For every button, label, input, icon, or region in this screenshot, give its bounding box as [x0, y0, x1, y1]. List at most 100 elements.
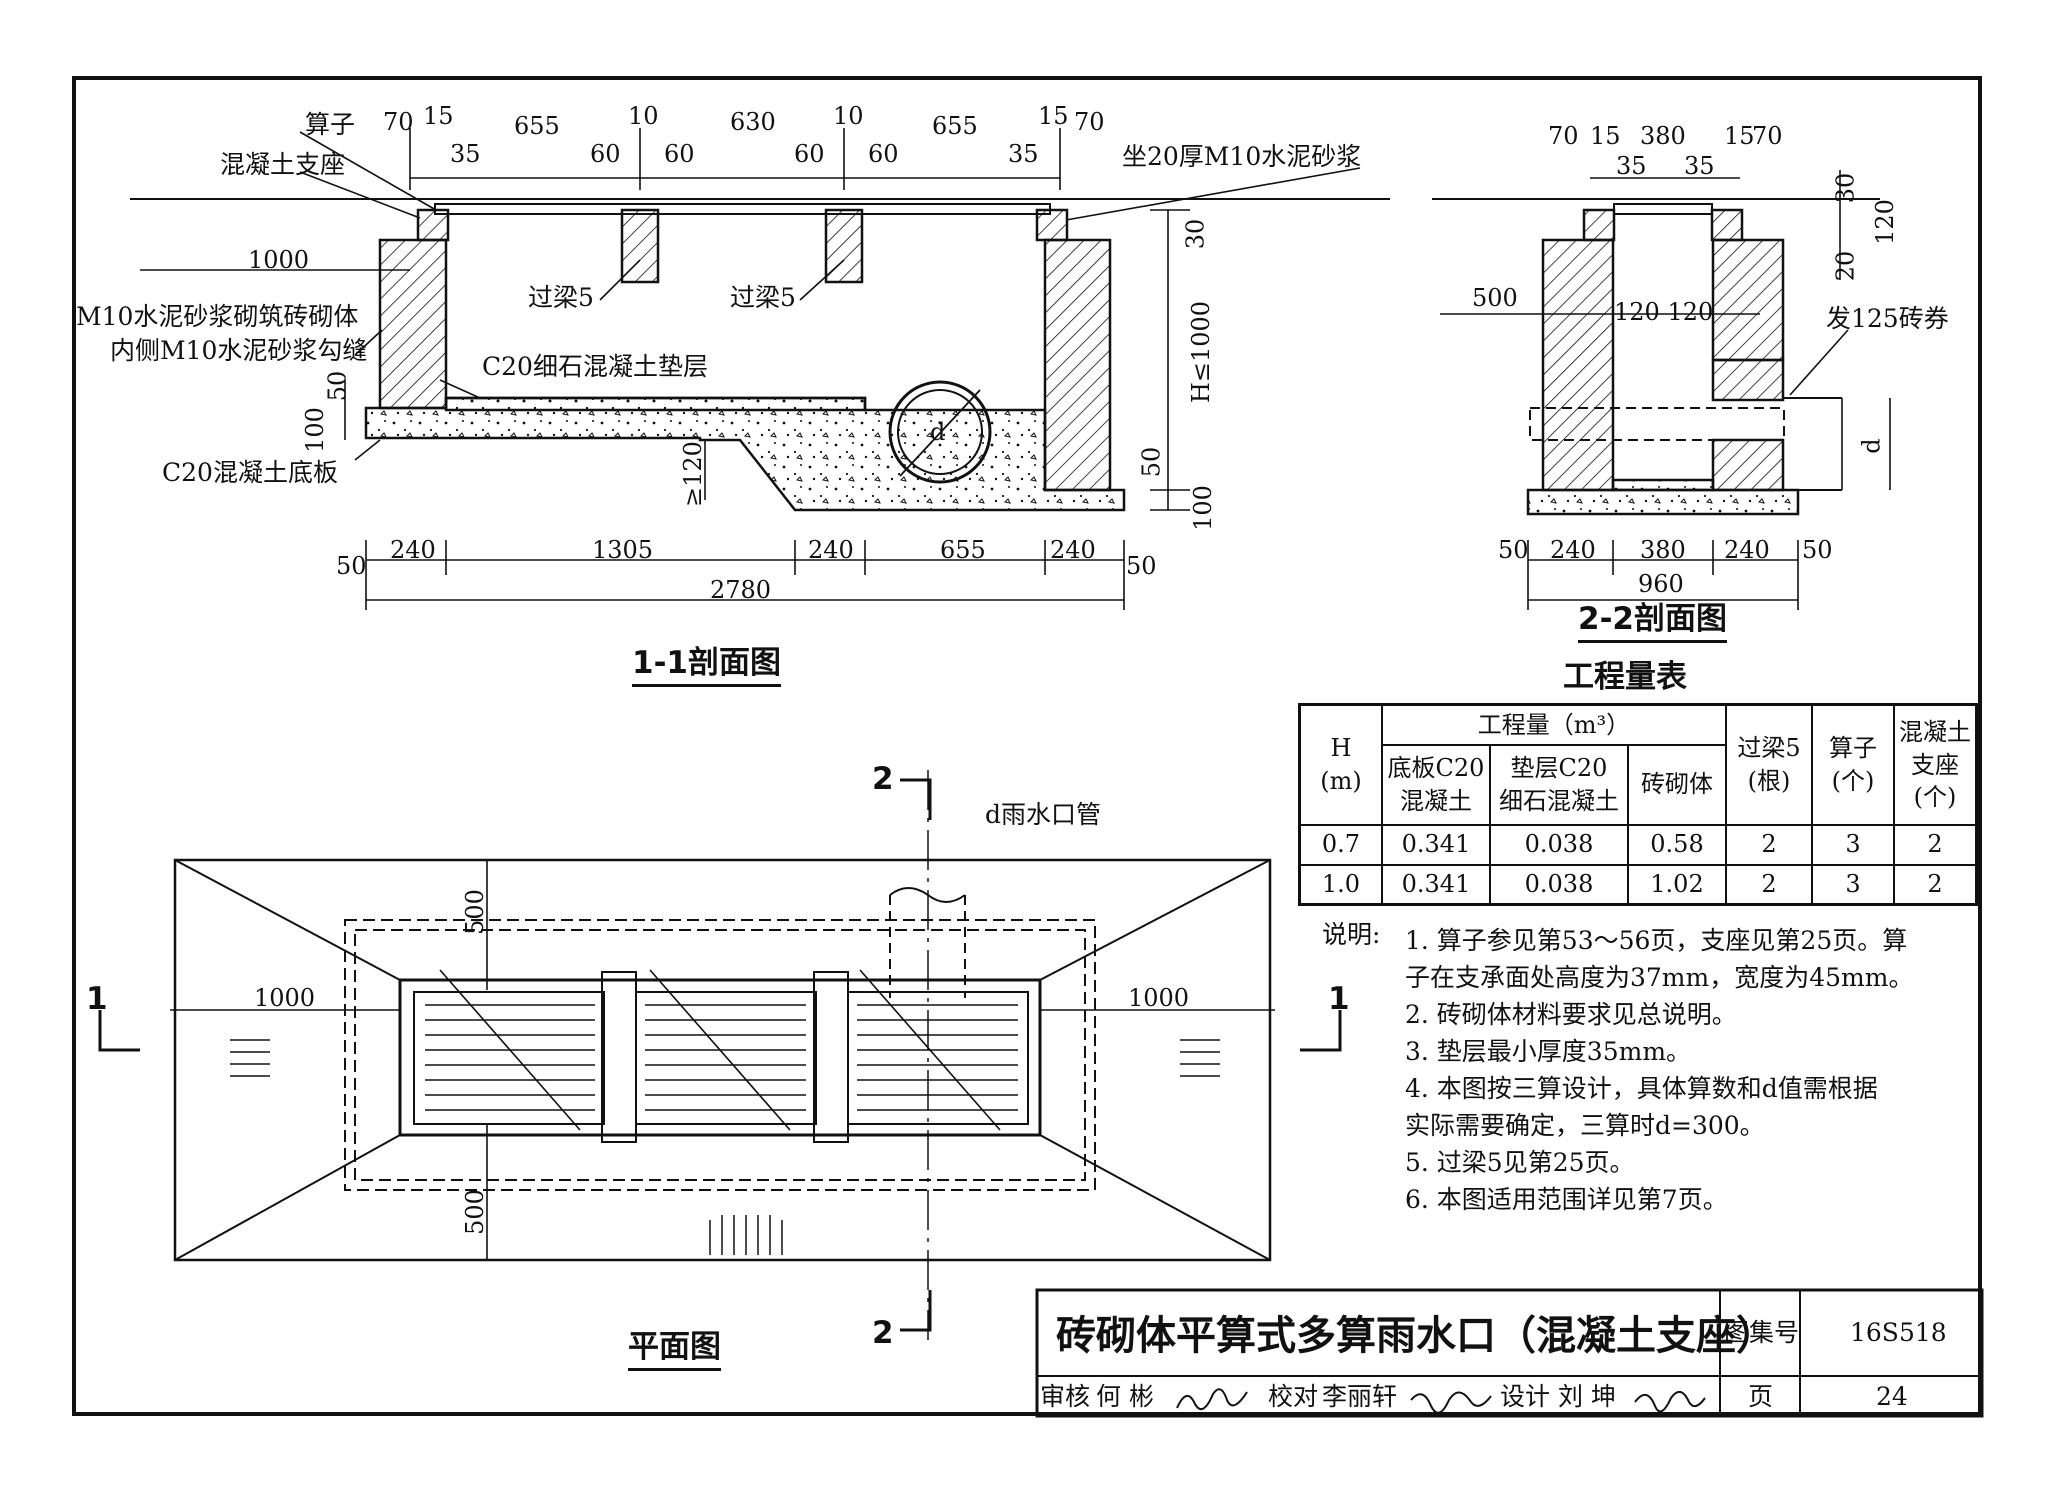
- plan-dim-1000-right: 1000: [1128, 984, 1190, 1012]
- q-cell: 0.341: [1381, 863, 1491, 906]
- label-beam-2: 过梁5: [730, 283, 796, 312]
- label-base: C20混凝土底板: [162, 458, 338, 487]
- dim-b50: 50: [336, 552, 367, 580]
- dim-15: 15: [423, 102, 454, 130]
- dim-60a: 60: [590, 140, 621, 168]
- dim22-total-960: 960: [1638, 570, 1684, 598]
- dim22-70b: 70: [1752, 122, 1783, 150]
- cut-mark-2-top: 2: [872, 761, 894, 797]
- label-pipe-d: d: [930, 418, 946, 446]
- quantity-table-title: 工程量表: [1563, 659, 1687, 695]
- label-brick-arch: 发125砖券: [1826, 304, 1949, 333]
- section-1-1: [130, 128, 1390, 610]
- dim-70b: 70: [1074, 108, 1105, 136]
- slope-marks: [230, 1039, 1220, 1255]
- q-header-grate: 算子 (个): [1811, 703, 1895, 826]
- note-item: 3. 垫层最小厚度35mm。: [1405, 1037, 1692, 1066]
- dim22-b50b: 50: [1802, 536, 1833, 564]
- dim-50-left: 50: [323, 370, 352, 402]
- q-header-cushion: 垫层C20 细石混凝土: [1489, 743, 1629, 826]
- page-label: 页: [1748, 1382, 1774, 1411]
- q-header-support: 混凝土 支座 (个): [1893, 703, 1978, 826]
- dim-655: 655: [514, 112, 560, 140]
- dim-100-left: 100: [300, 407, 329, 453]
- q-cell: 2: [1725, 823, 1813, 866]
- designer-signature: [1634, 1391, 1706, 1413]
- review-label: 审核: [1040, 1382, 1091, 1411]
- label-cushion: C20细石混凝土垫层: [482, 352, 708, 381]
- q-cell: 0.58: [1627, 823, 1727, 866]
- cut-mark-2-bottom: 2: [872, 1315, 894, 1351]
- note-item: 实际需要确定，三算时d=300。: [1405, 1111, 1765, 1140]
- dim-60c: 60: [794, 140, 825, 168]
- check-label: 校对: [1268, 1382, 1319, 1411]
- table-row: 1.0 0.341 0.038 1.02 2 3 2: [1298, 863, 1978, 906]
- dim-b240b: 240: [808, 536, 854, 564]
- label-mortar-bed: 坐20厚M10水泥砂浆: [1122, 142, 1362, 171]
- checker-name: 李丽轩: [1322, 1382, 1398, 1411]
- q-cell: 0.7: [1298, 823, 1383, 866]
- notes-lead: 说明:: [1322, 920, 1381, 949]
- dim22-500: 500: [1472, 284, 1518, 312]
- q-cell: 1.02: [1627, 863, 1727, 906]
- plan-title: 平面图: [628, 1329, 721, 1371]
- dim-ge120: ≥120: [678, 441, 707, 507]
- page-number: 24: [1876, 1382, 1908, 1411]
- designer-name: 刘 坤: [1558, 1382, 1616, 1411]
- plan-view: [98, 770, 1342, 1340]
- reviewer-signature: [1176, 1388, 1248, 1411]
- dim-35b: 35: [1008, 140, 1039, 168]
- plan-dim-500-top: 500: [460, 889, 489, 935]
- note-item: 4. 本图按三算设计，具体算数和d值需根据: [1405, 1074, 1878, 1103]
- dim-70: 70: [383, 108, 414, 136]
- dim22-b380: 380: [1640, 536, 1686, 564]
- atlas-number: 16S518: [1850, 1318, 1947, 1347]
- dim-b50b: 50: [1126, 552, 1157, 580]
- dim22-b50: 50: [1498, 536, 1529, 564]
- q-cell: 0.341: [1381, 823, 1491, 866]
- dim-60b: 60: [664, 140, 695, 168]
- dim-655b: 655: [932, 112, 978, 140]
- q-cell: 0.038: [1489, 823, 1629, 866]
- label-pipe: d雨水口管: [985, 800, 1102, 829]
- quantity-table: H (m) 工程量（m³） 过梁5 (根) 算子 (个) 混凝土 支座 (个) …: [1298, 703, 1978, 906]
- q-header-beam: 过梁5 (根): [1725, 703, 1813, 826]
- dim22-30: 30: [1831, 172, 1860, 204]
- dim22-b240b: 240: [1724, 536, 1770, 564]
- drawing-frame: [72, 76, 1982, 1416]
- note-item: 子在支承面处高度为37mm，宽度为45mm。: [1405, 963, 1914, 992]
- q-cell: 1.0: [1298, 863, 1383, 906]
- section-1-1-title: 1-1剖面图: [632, 645, 782, 687]
- q-cell: 2: [1893, 863, 1978, 906]
- dim22-b240: 240: [1550, 536, 1596, 564]
- notes-list: 1. 算子参见第53～56页，支座见第25页。算 子在支承面处高度为37mm，宽…: [1405, 922, 1913, 1218]
- dim-35: 35: [450, 140, 481, 168]
- reviewer-name: 何 彬: [1096, 1382, 1154, 1411]
- dim22-120: 120: [1870, 199, 1899, 245]
- dim22-15b: 15: [1724, 122, 1755, 150]
- q-header-base: 底板C20 混凝土: [1381, 743, 1491, 826]
- note-item: 1. 算子参见第53～56页，支座见第25页。算: [1405, 926, 1908, 955]
- note-item: 5. 过梁5见第25页。: [1405, 1148, 1635, 1177]
- design-label: 设计: [1500, 1382, 1551, 1411]
- q-cell: 3: [1811, 863, 1895, 906]
- dim22-120-120: 120 120: [1614, 298, 1714, 326]
- dim-30: 30: [1181, 218, 1210, 250]
- grate-bars: [425, 969, 1018, 1131]
- dim-60d: 60: [868, 140, 899, 168]
- dim22-20: 20: [1831, 250, 1860, 282]
- drawing-title: 砖砌体平算式多算雨水口（混凝土支座）: [1056, 1313, 1776, 1359]
- dim-50-right: 50: [1137, 446, 1166, 478]
- section-2-2: [1432, 170, 1891, 610]
- dim-b240c: 240: [1050, 536, 1096, 564]
- dim22-70: 70: [1548, 122, 1579, 150]
- plan-dim-500-bottom: 500: [460, 1189, 489, 1235]
- label-support: 混凝土支座: [220, 150, 346, 179]
- dim22-380: 380: [1640, 122, 1686, 150]
- dim22-15: 15: [1590, 122, 1621, 150]
- note-item: 6. 本图适用范围详见第7页。: [1405, 1185, 1728, 1214]
- dim22-35b: 35: [1684, 152, 1715, 180]
- dim22-35a: 35: [1616, 152, 1647, 180]
- atlas-label: 图集号: [1724, 1318, 1800, 1347]
